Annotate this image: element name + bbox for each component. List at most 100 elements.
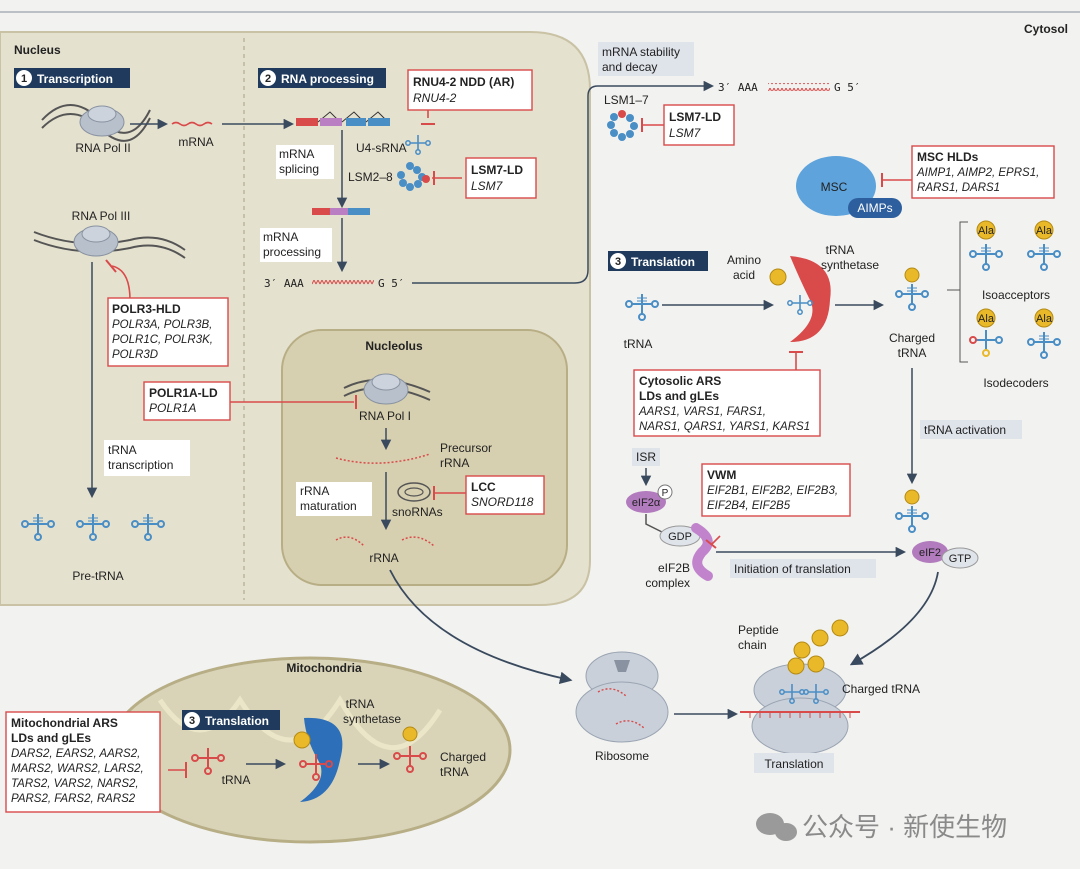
mrna-processing-label: mRNA: [263, 230, 298, 244]
trna-synthetase-label: tRNA: [826, 243, 855, 257]
step-label: Transcription: [37, 72, 113, 86]
step-number: 3: [615, 256, 621, 268]
rrna-maturation-label: rRNA: [300, 484, 329, 498]
cytosol-label: Cytosol: [1024, 22, 1068, 36]
disease-gene: SNORD118: [471, 495, 534, 509]
disease-title: LDs and gLEs: [639, 389, 719, 403]
label-box: [296, 482, 372, 516]
ribosome: [575, 651, 669, 743]
eif2b-label: complex: [645, 576, 690, 590]
disease-gene: AIMP1, AIMP2, EPRS1,: [916, 167, 1039, 179]
disease-title: VWM: [707, 468, 736, 482]
processed-mrna: [312, 208, 370, 215]
snornas-label: snoRNAs: [392, 505, 443, 519]
charged-trna-label: tRNA: [898, 346, 927, 360]
charged-trna-label: Charged: [889, 331, 935, 345]
disease-gene: RARS1, DARS1: [917, 182, 1000, 194]
inhibition-bar: [705, 539, 717, 549]
watermark-text: 公众号 · 新使生物: [802, 812, 1007, 842]
rrna-fragment: [401, 536, 435, 547]
disease-box-vwm: VWM EIF2B1, EIF2B2, EIF2B3, EIF2B4, EIF2…: [701, 463, 851, 517]
rna-pol-iii: [33, 225, 186, 259]
lsm1-7-ring: [607, 110, 638, 141]
rna-pol-i-label: RNA Pol I: [359, 409, 411, 423]
disease-gene: PARS2, FARS2, RARS2: [11, 793, 136, 805]
trna-transcription-label: transcription: [108, 458, 173, 472]
label-box: [920, 420, 1022, 439]
disease-title: Cytosolic ARS: [639, 374, 721, 388]
ala-label: Ala: [978, 313, 995, 325]
mito-charged-label: tRNA: [440, 765, 469, 779]
rrna-to-ribosome-arrow: [389, 569, 573, 685]
disease-gene: AARS1, VARS1, FARS1,: [638, 406, 766, 418]
precursor-label: Precursor: [440, 441, 492, 455]
label-box: [260, 228, 332, 262]
disease-gene: EIF2B4, EIF2B5: [707, 500, 791, 512]
label-box: [276, 145, 334, 179]
disease-gene: RNU4-2: [413, 91, 457, 105]
translating-ribosome: [740, 663, 860, 755]
amino-acid: [402, 726, 418, 742]
mrna-stability-label: mRNA stability: [602, 45, 680, 59]
disease-box-rnu4: RNU4-2 NDD (AR) RNU4-2: [407, 69, 533, 111]
disease-box-msc: MSC HLDs AIMP1, AIMP2, EPRS1, RARS1, DAR…: [911, 145, 1055, 199]
disease-title: Mitochondrial ARS: [11, 716, 118, 730]
mrna-processing-label: processing: [263, 245, 321, 259]
peptide-label: chain: [738, 638, 767, 652]
u4-srna-label: U4-sRNA: [356, 141, 407, 155]
disease-gene: DARS2, EARS2, AARS2,: [11, 748, 140, 760]
lsm2-8-ring: [397, 162, 430, 191]
inhibition-line: [645, 514, 663, 533]
mrna-strand: [171, 121, 213, 127]
mrna-strand: [312, 279, 374, 287]
rna-pol-ii-label: RNA Pol II: [75, 141, 130, 155]
aimps-label: AIMPs: [857, 201, 892, 215]
amino-acid: [904, 267, 920, 283]
label-box: [730, 559, 876, 578]
disease-box-polr3: POLR3-HLD POLR3A, POLR3B, POLR1C, POLR3K…: [107, 297, 229, 367]
peptide-chain: [787, 619, 849, 675]
amino-acid: [769, 268, 787, 286]
step-number: 3: [189, 715, 195, 727]
ala-label: Ala: [1036, 225, 1053, 237]
trna-synthetase-label: synthetase: [821, 258, 879, 272]
watermark: 公众号 · 新使生物: [756, 812, 1007, 842]
lsm2-8-label: LSM2–8: [348, 170, 393, 184]
mitochondria-label: Mitochondria: [286, 661, 362, 675]
disease-box-polr1a: POLR1A-LD POLR1A: [143, 381, 231, 421]
charged-trna-ribosome-label: Charged tRNA: [842, 682, 920, 696]
gdp-label: GDP: [668, 531, 692, 543]
translation-label: Translation: [765, 757, 824, 771]
rrna-maturation-label: maturation: [300, 499, 357, 513]
inhibition-bar: [105, 259, 117, 273]
disease-gene: LSM7: [471, 179, 504, 193]
isoacceptors-label: Isoacceptors: [982, 288, 1050, 302]
pre-trna-label: Pre-tRNA: [72, 569, 123, 583]
snorna-icon: [397, 482, 431, 502]
disease-gene: POLR3D: [112, 349, 158, 361]
pre-mrna: [296, 111, 390, 126]
phosphate: [657, 484, 673, 500]
disease-box-lsm7-nucleus: LSM7-LD LSM7: [465, 157, 537, 199]
mrna-stability-label: and decay: [602, 60, 657, 74]
ribosome-label: Ribosome: [595, 749, 649, 763]
disease-title: LSM7-LD: [669, 110, 721, 124]
arrow: [849, 571, 939, 666]
peptide-label: Peptide: [738, 623, 779, 637]
step-mito-translation: 3 Translation: [182, 710, 280, 730]
rna-pol-iii-label: RNA Pol III: [72, 209, 131, 223]
label-box: [598, 42, 694, 76]
disease-title: MSC HLDs: [917, 150, 979, 164]
disease-gene: TARS2, VARS2, NARS2,: [11, 778, 139, 790]
isoacceptor-trna: Ala: [969, 220, 1003, 271]
eif2b-label: eIF2B: [658, 561, 690, 575]
inhibition-line: [711, 535, 721, 545]
disease-title: POLR3-HLD: [112, 302, 181, 316]
three-prime-label: 3′ AAA: [718, 81, 758, 94]
amino-acid-label: acid: [733, 268, 755, 282]
disease-title: LSM7-LD: [471, 163, 523, 177]
five-prime-label: G 5′: [378, 277, 405, 290]
disease-box-mito-ars: Mitochondrial ARS LDs and gLEs DARS2, EA…: [5, 711, 161, 813]
rna-pol-i: [343, 373, 431, 405]
isodecoder-trna: Ala: [1027, 308, 1061, 359]
